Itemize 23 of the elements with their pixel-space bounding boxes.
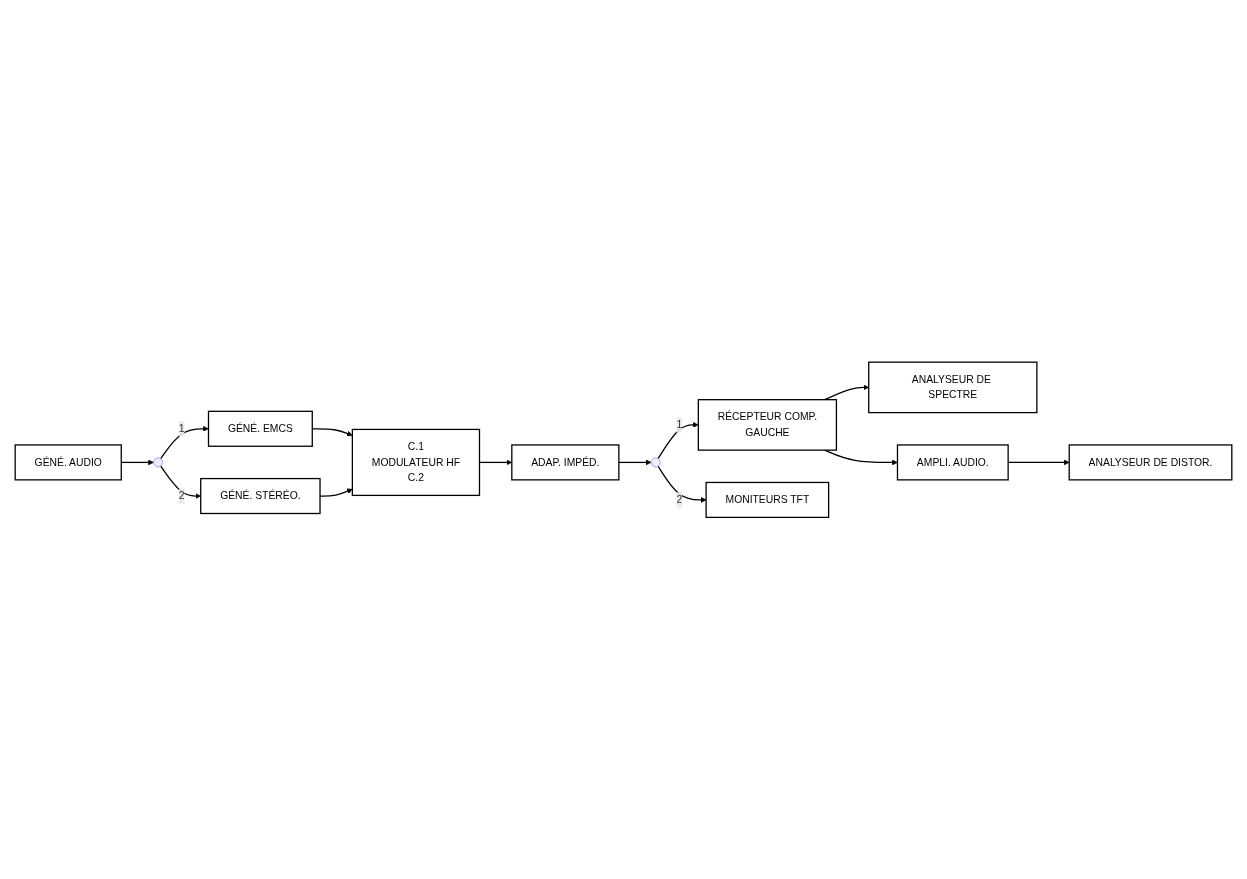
- arrow: [824, 449, 898, 465]
- edge-label: 2: [676, 493, 683, 505]
- node-switch: [650, 457, 661, 467]
- arrow: [824, 384, 869, 401]
- arrow: [618, 459, 652, 465]
- node-box: MONITEURS TFT: [705, 481, 830, 518]
- arrow: [160, 425, 209, 460]
- node-box: GÉNÉ. AUDIO: [14, 444, 122, 481]
- arrow: [657, 465, 707, 503]
- node-box: GÉNÉ. STÉRÉO.: [200, 477, 321, 514]
- node-box: RÉCEPTEUR COMP. GAUCHE: [697, 398, 838, 451]
- node-box: AMPLI. AUDIO.: [896, 444, 1009, 481]
- node-box: C.1 MODULATEUR HF C.2: [351, 428, 481, 496]
- node-box: ADAP. IMPÉD.: [511, 444, 620, 481]
- arrow: [160, 465, 201, 499]
- edge-label: 1: [178, 422, 185, 434]
- node-box: ANALYSEUR DE DISTOR.: [1068, 444, 1233, 481]
- edge-label: 1: [676, 418, 683, 430]
- node-box: ANALYSEUR DE SPECTRE: [868, 361, 1038, 413]
- node-box: GÉNÉ. EMCS: [207, 410, 313, 447]
- arrow: [657, 421, 699, 459]
- node-switch: [153, 457, 163, 467]
- edge-label: 2: [178, 489, 185, 501]
